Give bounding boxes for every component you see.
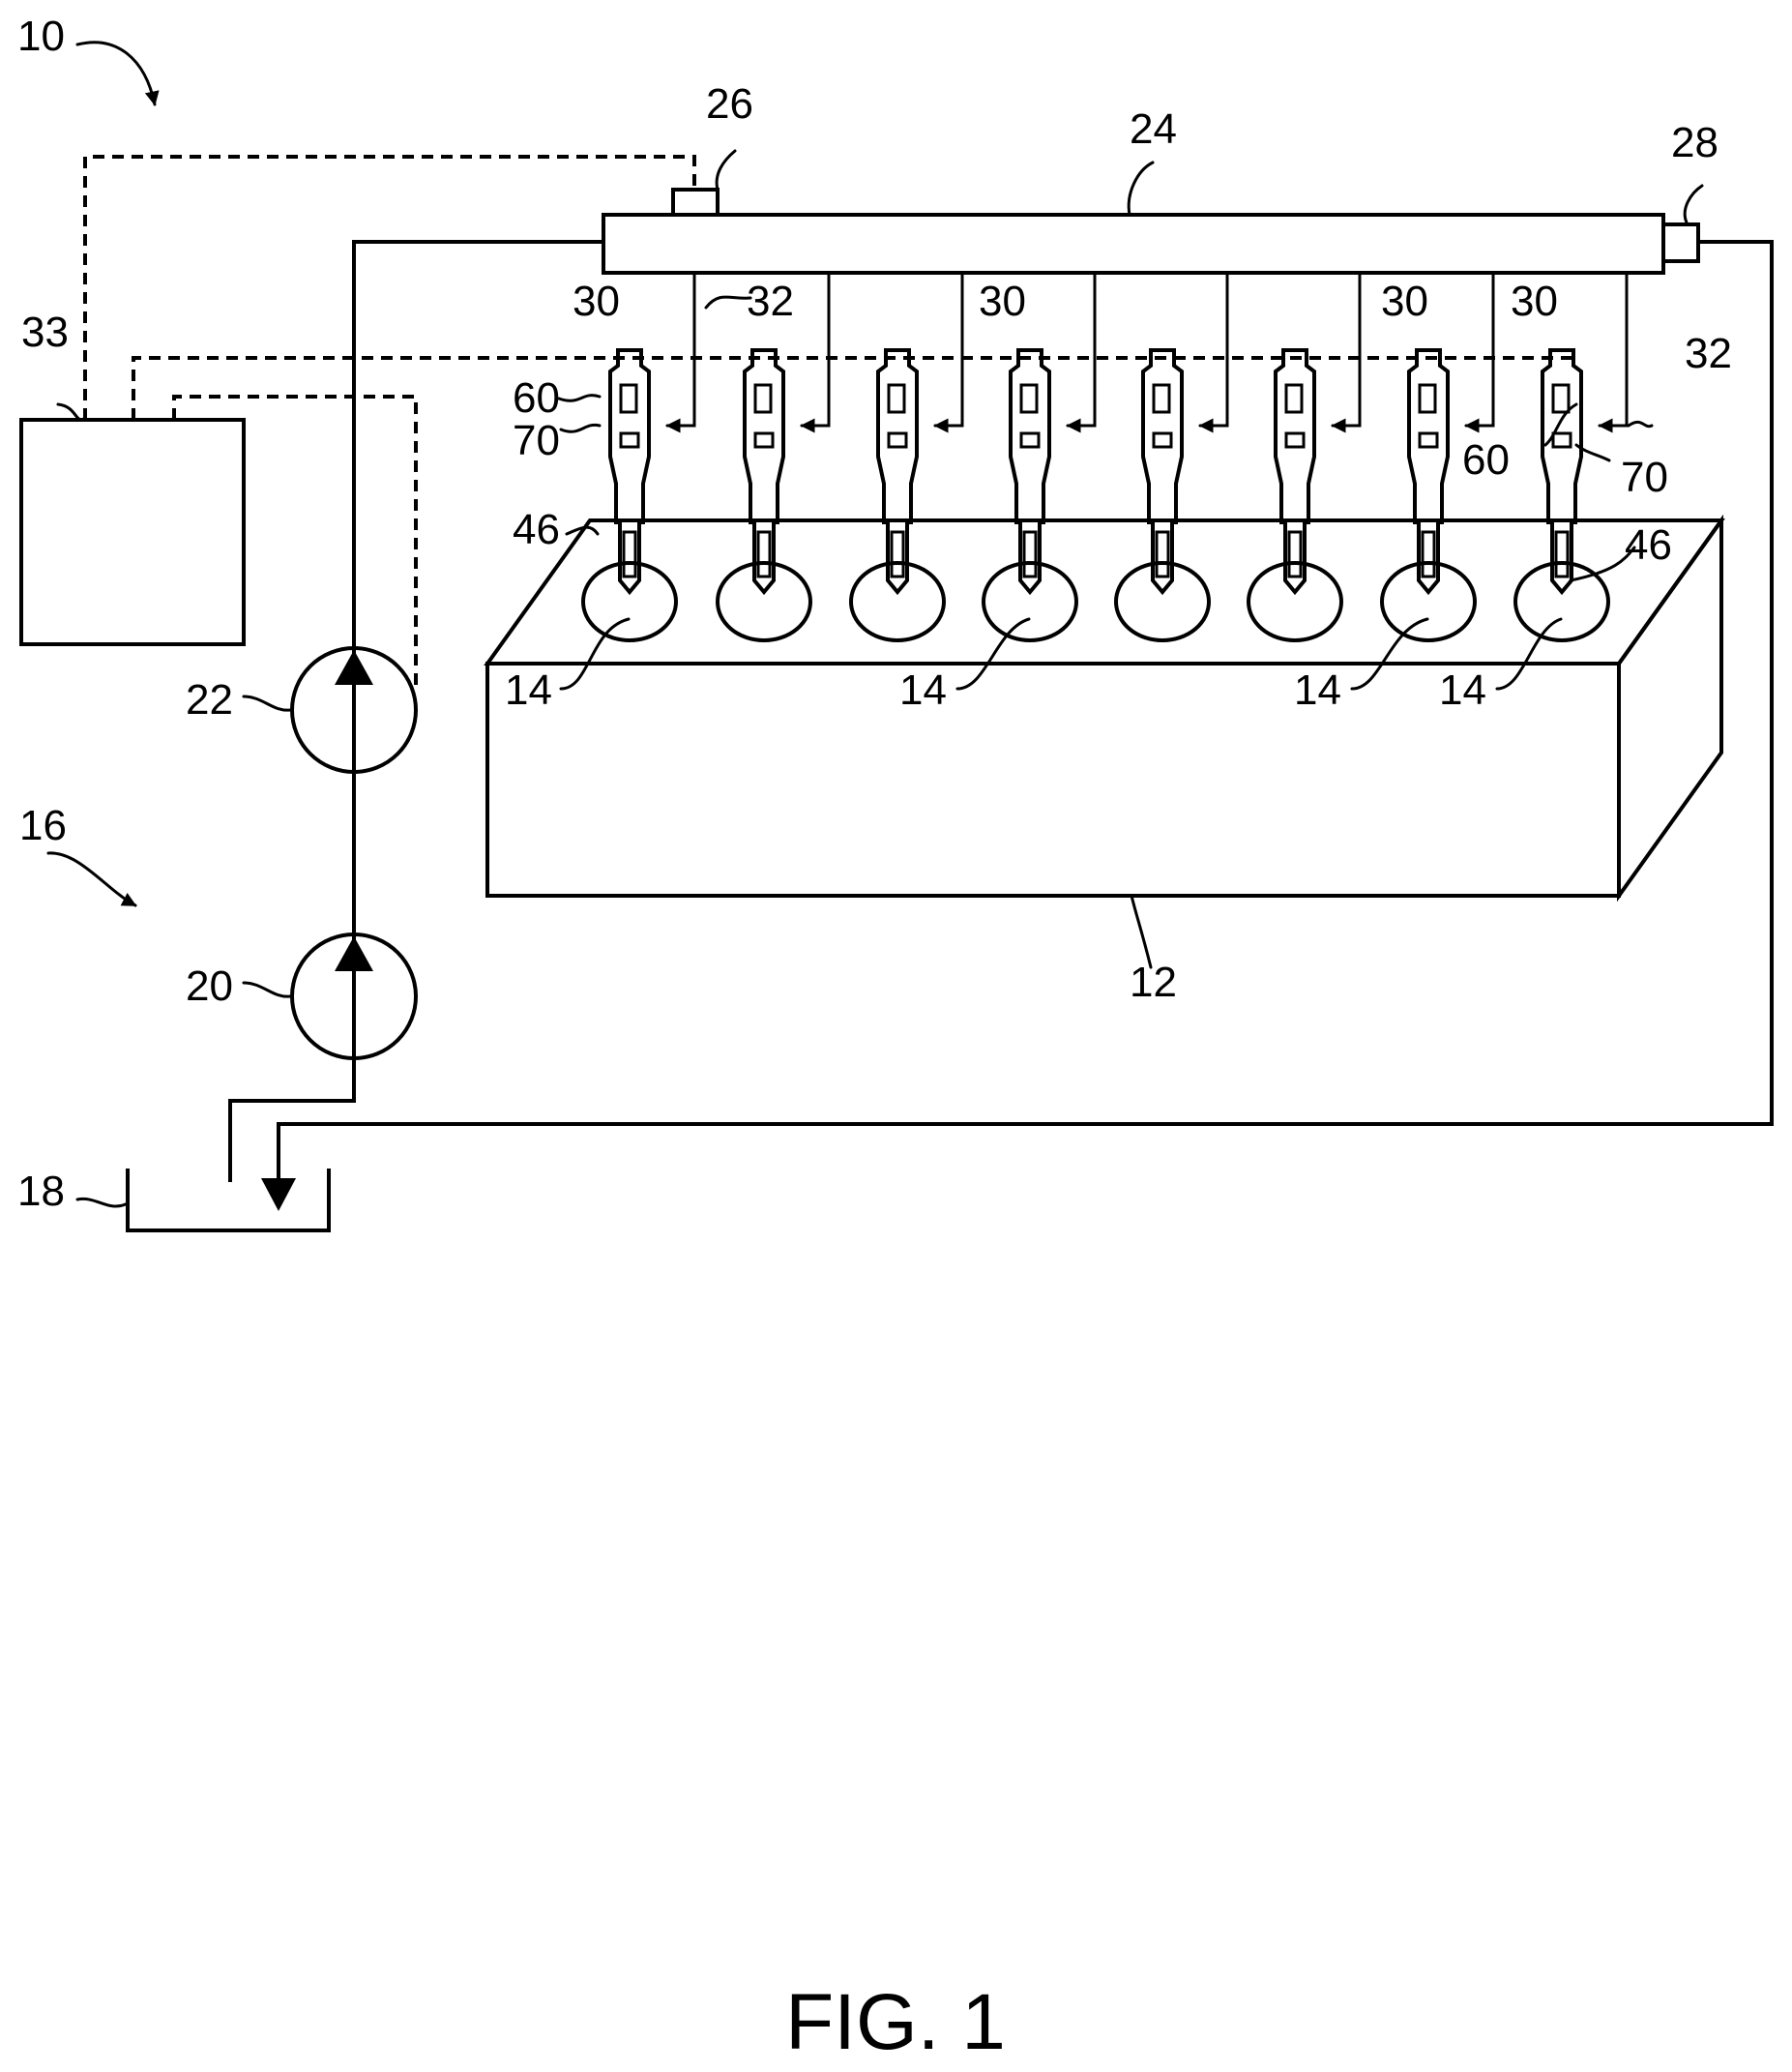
cylinder (583, 563, 676, 640)
label-cylinder: 14 (1294, 666, 1341, 714)
label-tank: 18 (17, 1168, 65, 1215)
controller-box (21, 420, 244, 644)
label-cylinder: 14 (899, 666, 947, 714)
cylinder (1116, 563, 1209, 640)
label-injector: 30 (1381, 278, 1428, 325)
label-rail-sensor: 26 (706, 80, 753, 128)
label-injector: 30 (1511, 278, 1558, 325)
label-second-element: 70 (1621, 454, 1668, 501)
label-engine: 12 (1130, 959, 1177, 1006)
leader-lines (48, 43, 1702, 1206)
label-rail: 24 (1130, 105, 1177, 153)
engine-block (487, 520, 1721, 896)
label-controller: 33 (21, 309, 69, 356)
injector (1143, 350, 1182, 592)
figure-caption: FIG. 1 (785, 1978, 1006, 2066)
injector (1542, 350, 1581, 592)
label-cylinder: 14 (505, 666, 552, 714)
cylinder (718, 563, 810, 640)
return-arrow (261, 1178, 296, 1211)
cylinder (1249, 563, 1341, 640)
fuel-rail (603, 215, 1663, 273)
label-nozzle: 46 (1625, 521, 1672, 569)
label-fuel-system: 16 (19, 802, 67, 849)
label-injector: 30 (979, 278, 1026, 325)
label-first-element: 60 (1462, 436, 1510, 484)
label-pressure-valve: 28 (1671, 119, 1719, 166)
cylinder (1382, 563, 1475, 640)
signal-lines (85, 157, 1576, 685)
fuel-lines (230, 242, 1772, 1182)
injector (878, 350, 917, 592)
label-high-pressure-pump: 22 (186, 676, 233, 724)
injector (610, 350, 649, 592)
label-second-element: 70 (513, 417, 560, 464)
cylinder (984, 563, 1076, 640)
injector (1011, 350, 1049, 592)
reference-numerals: 10 26 24 28 33 30 32 30 30 30 32 60 70 6… (17, 13, 1732, 1215)
cylinder (851, 563, 944, 640)
label-system: 10 (17, 13, 65, 60)
pressure-valve (1663, 224, 1698, 261)
label-first-element: 60 (513, 374, 560, 422)
label-nozzle: 46 (513, 506, 560, 553)
rail-sensor (673, 190, 718, 215)
label-injector: 30 (573, 278, 620, 325)
injector (1276, 350, 1314, 592)
injector (745, 350, 783, 592)
label-supply-line: 32 (747, 278, 794, 325)
label-supply-line: 32 (1685, 330, 1732, 377)
injector (1409, 350, 1448, 592)
label-low-pressure-pump: 20 (186, 962, 233, 1010)
cylinders (583, 563, 1608, 640)
supply-lines (667, 273, 1627, 426)
label-cylinder: 14 (1439, 666, 1486, 714)
